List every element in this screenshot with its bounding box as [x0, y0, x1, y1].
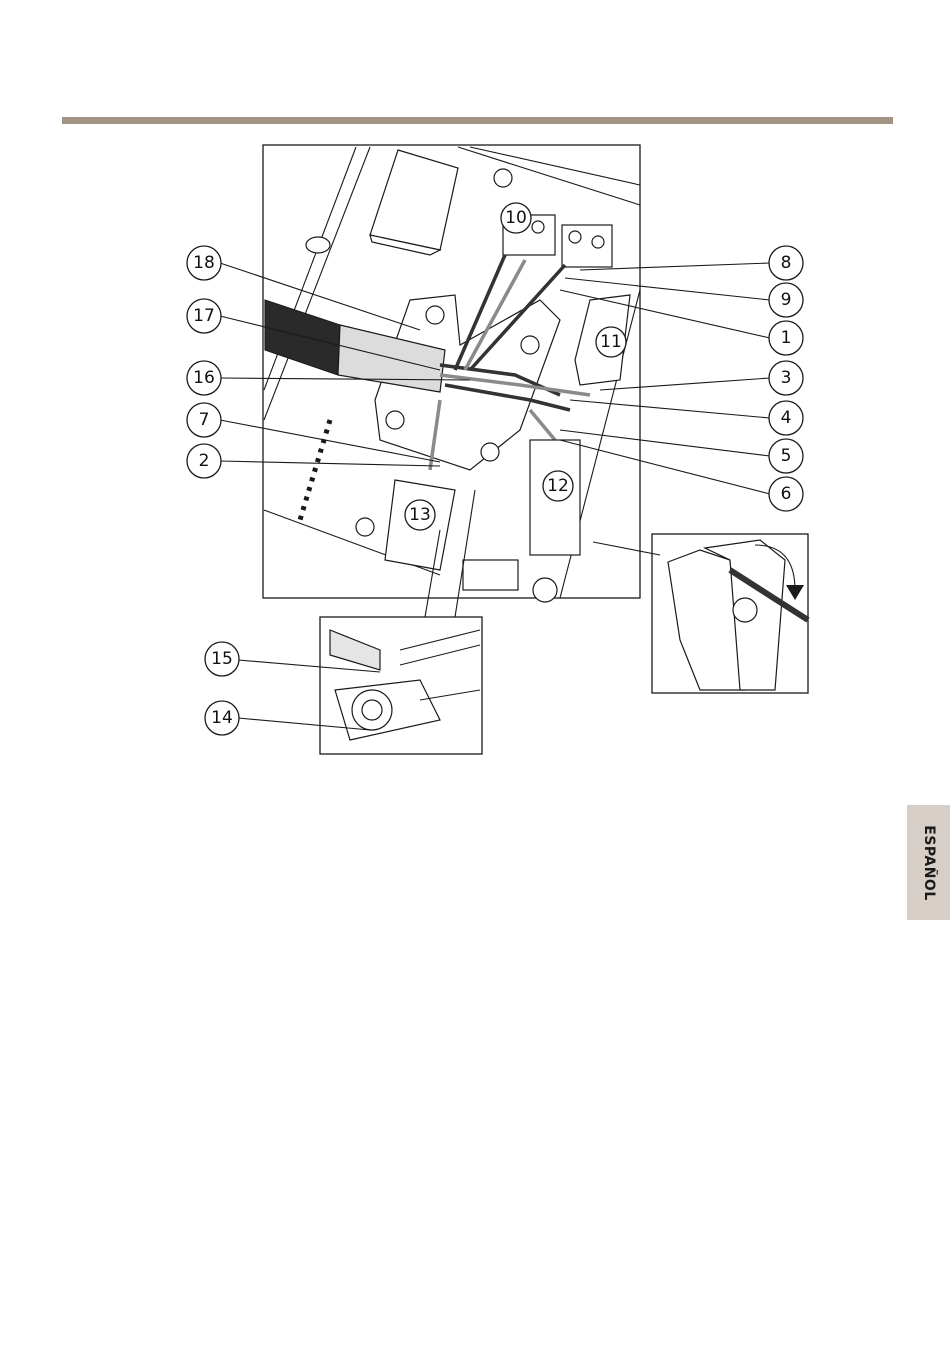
- callout-number: 12: [547, 476, 569, 496]
- callout-11: 11: [596, 327, 626, 357]
- callout-6: 6: [769, 477, 803, 511]
- callout-number: 11: [600, 332, 622, 352]
- callout-number: 6: [781, 484, 792, 504]
- main-illustration: [263, 145, 640, 602]
- callout-number: 17: [193, 306, 215, 326]
- callout-number: 14: [211, 708, 233, 728]
- callout-15: 15: [205, 642, 239, 676]
- callout-number: 13: [409, 505, 431, 525]
- callout-1: 1: [769, 321, 803, 355]
- callout-17: 17: [187, 299, 221, 333]
- callout-5: 5: [769, 439, 803, 473]
- callout-3: 3: [769, 361, 803, 395]
- callout-10: 10: [501, 203, 531, 233]
- callout-9: 9: [769, 283, 803, 317]
- callout-14: 14: [205, 701, 239, 735]
- callout-number: 18: [193, 253, 215, 273]
- callout-number: 4: [781, 408, 792, 428]
- callout-number: 5: [781, 446, 792, 466]
- callout-8: 8: [769, 246, 803, 280]
- callout-7: 7: [187, 403, 221, 437]
- callout-number: 15: [211, 649, 233, 669]
- callout-number: 3: [781, 368, 792, 388]
- callout-number: 16: [193, 368, 215, 388]
- callout-12: 12: [543, 471, 573, 501]
- callout-number: 10: [505, 208, 527, 228]
- callout-18: 18: [187, 246, 221, 280]
- callout-number: 8: [781, 253, 792, 273]
- callout-16: 16: [187, 361, 221, 395]
- callout-2: 2: [187, 444, 221, 478]
- callout-13: 13: [405, 500, 435, 530]
- callout-number: 9: [781, 290, 792, 310]
- callout-4: 4: [769, 401, 803, 435]
- callout-number: 1: [781, 328, 792, 348]
- callout-number: 7: [199, 410, 210, 430]
- callout-number: 2: [199, 451, 210, 471]
